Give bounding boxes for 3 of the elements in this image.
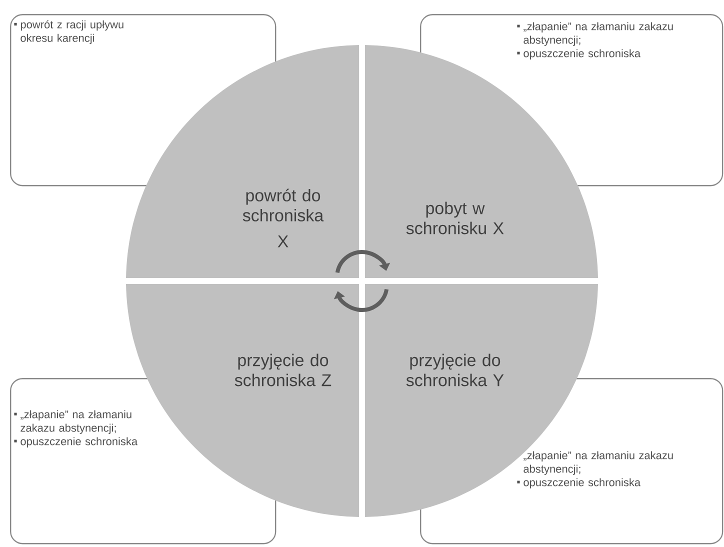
- quadrant: powrót do schroniska X: [126, 45, 359, 278]
- curved-arrow: [335, 250, 390, 274]
- curved-arrow: [334, 288, 389, 312]
